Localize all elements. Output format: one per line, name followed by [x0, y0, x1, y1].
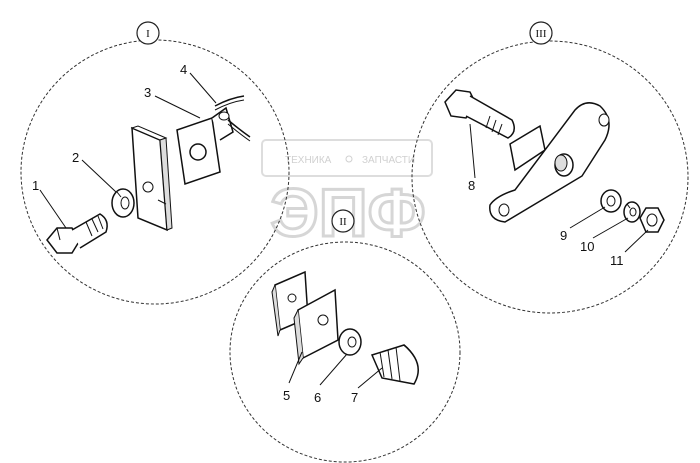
group-circle-2 [229, 241, 461, 463]
watermark-gear-icon [345, 155, 353, 163]
part-2-washer [111, 188, 135, 218]
part-1-bolt [46, 213, 108, 254]
part-9-nut [600, 189, 622, 213]
watermark-text-right: ЗАПЧАСТИ [362, 155, 415, 166]
part-5-clips [271, 270, 339, 366]
part-10-split-washer [623, 201, 641, 223]
part-4-wire [214, 95, 251, 142]
callout-6: 6 [314, 390, 321, 405]
group-circle-3 [411, 40, 689, 314]
group-1-slotted-plate [130, 125, 173, 232]
callout-5: 5 [283, 388, 290, 403]
callout-4: 4 [180, 62, 187, 77]
watermark-banner [261, 139, 433, 177]
group-marker-2: II [331, 209, 355, 233]
group-numeral-3: III [536, 28, 547, 40]
group-marker-1: I [136, 21, 160, 45]
part-7-screw [370, 344, 419, 385]
watermark-text-left: ТЕХНИКА [285, 155, 332, 166]
callout-1: 1 [32, 178, 39, 193]
group-numeral-2: II [339, 216, 347, 228]
callout-7: 7 [351, 390, 358, 405]
leader-lines [39, 72, 649, 389]
part-11-hex-nut [639, 207, 665, 233]
callout-2: 2 [72, 150, 79, 165]
callout-11: 11 [610, 253, 624, 268]
callout-3: 3 [144, 85, 151, 100]
part-6-washer [338, 328, 362, 356]
callout-9: 9 [560, 228, 567, 243]
group-numeral-1: I [146, 28, 150, 40]
group-3-link-plate [489, 102, 610, 223]
part-8-bolt [444, 89, 515, 139]
group-marker-3: III [529, 21, 553, 45]
part-3-plate [176, 106, 234, 186]
callout-8: 8 [468, 178, 475, 193]
callout-10: 10 [580, 239, 594, 254]
watermark: ТЕХНИКА ЗАПЧАСТИ ЭПФ [261, 139, 433, 253]
